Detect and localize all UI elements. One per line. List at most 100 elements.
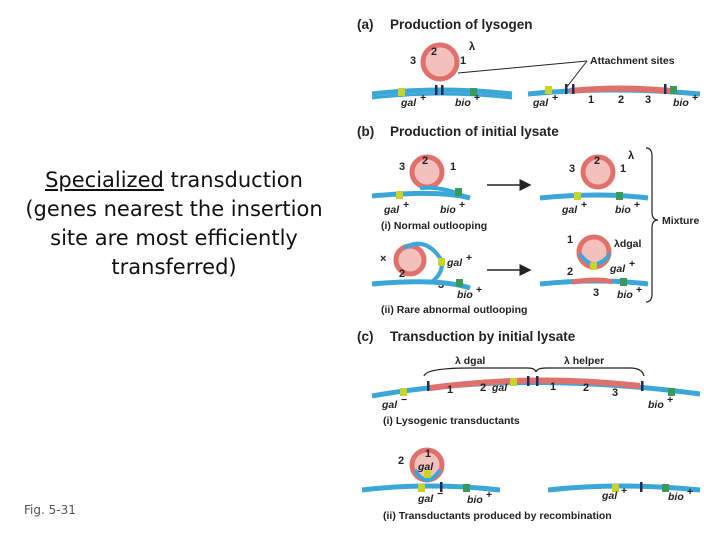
svg-text:gal: gal <box>417 461 434 473</box>
svg-text:+: + <box>692 92 698 104</box>
caption-line3: site are most efficiently <box>50 226 298 250</box>
a-circle-n1: 1 <box>460 55 466 67</box>
svg-text:3: 3 <box>399 161 405 173</box>
svg-text:+: + <box>459 199 465 211</box>
svg-text:bio: bio <box>617 289 633 301</box>
svg-text:gal: gal <box>417 493 434 505</box>
a-lambda: λ <box>469 41 475 53</box>
svg-text:bio: bio <box>668 491 684 503</box>
panel-c: (c) Transduction by initial lysate λ dga… <box>357 329 701 522</box>
b-chromosome-ii <box>371 279 471 291</box>
figure-label: Fig. 5-31 <box>24 503 76 517</box>
mixture-brace <box>645 147 659 303</box>
c-lambda-helper-label: λ helper <box>564 355 604 367</box>
svg-text:gal: gal <box>561 204 578 216</box>
svg-text:gal: gal <box>491 382 508 394</box>
a-bio-left: bio <box>455 97 471 109</box>
svg-text:λ: λ <box>628 150 634 162</box>
c-chromosome-recombinant <box>547 483 701 493</box>
c-brace <box>423 367 645 377</box>
svg-text:2: 2 <box>480 382 486 394</box>
b-lambda-dgal-label: λdgal <box>614 238 642 250</box>
c-lambda-dgal-label: λ dgal <box>455 355 485 367</box>
svg-text:+: + <box>486 489 492 501</box>
svg-text:gal: gal <box>601 490 618 502</box>
svg-text:+: + <box>403 199 409 211</box>
svg-text:1: 1 <box>620 163 626 175</box>
svg-text:gal: gal <box>609 263 626 275</box>
panel-c-title: Transduction by initial lysate <box>390 329 576 344</box>
svg-text:×: × <box>380 253 386 265</box>
svg-text:+: + <box>420 92 426 104</box>
svg-text:2: 2 <box>583 382 589 394</box>
caption-line1: transduction <box>163 168 303 192</box>
b-excised-lambda <box>580 154 616 190</box>
panel-b: (b) Production of initial lysate 2 3 1 g… <box>357 124 700 316</box>
c-chromosome-recipient <box>361 483 501 493</box>
gal-marker <box>398 88 405 96</box>
svg-text:2: 2 <box>398 455 404 467</box>
svg-text:bio: bio <box>648 399 664 411</box>
svg-text:gal: gal <box>446 257 463 269</box>
caption-underlined-word: Specialized <box>45 168 164 192</box>
a-bio-right: bio <box>673 97 689 109</box>
panel-a-letter: (a) <box>357 17 374 32</box>
svg-text:2: 2 <box>422 155 428 167</box>
svg-text:+: + <box>634 199 640 211</box>
c-sub-ii: (ii) Transductants produced by recombina… <box>383 510 612 522</box>
svg-text:bio: bio <box>467 494 483 506</box>
svg-text:2: 2 <box>594 155 600 167</box>
panel-a-title: Production of lysogen <box>390 17 533 32</box>
c-sub-i: (i) Lysogenic transductants <box>383 415 520 427</box>
svg-text:+: + <box>667 394 673 406</box>
slide-caption: Specialized transduction (genes nearest … <box>0 166 348 282</box>
caption-line2: (genes nearest the insertion <box>25 197 323 221</box>
svg-text:+: + <box>581 199 587 211</box>
svg-text:3: 3 <box>569 163 575 175</box>
svg-text:+: + <box>636 284 642 296</box>
svg-text:−: − <box>401 394 407 406</box>
mixture-label: Mixture <box>662 215 700 227</box>
svg-text:+: + <box>629 258 635 270</box>
panel-a: (a) Production of lysogen 2 1 3 λ gal + … <box>357 17 701 109</box>
bio-marker <box>470 88 477 96</box>
svg-text:2: 2 <box>567 266 573 278</box>
svg-text:3: 3 <box>645 94 651 106</box>
c-double-prophage <box>429 377 641 391</box>
svg-text:bio: bio <box>440 204 456 216</box>
a-circle-n3: 3 <box>410 55 416 67</box>
svg-text:+: + <box>687 486 693 498</box>
svg-text:bio: bio <box>615 204 631 216</box>
att-site-marker <box>435 85 438 95</box>
caption-line4: transferred) <box>111 255 237 279</box>
a-gal-right: gal <box>532 97 549 109</box>
panel-b-letter: (b) <box>357 124 374 139</box>
svg-text:2: 2 <box>399 268 405 280</box>
svg-text:−: − <box>437 488 443 500</box>
svg-text:3: 3 <box>612 387 618 399</box>
svg-text:+: + <box>476 284 482 296</box>
svg-text:bio: bio <box>457 289 473 301</box>
b-sub-i: (i) Normal outlooping <box>381 220 487 232</box>
svg-text:1: 1 <box>550 381 556 393</box>
panel-c-letter: (c) <box>357 329 374 344</box>
svg-text:gal: gal <box>383 204 400 216</box>
a-circle-n2: 2 <box>431 46 437 58</box>
svg-text:1: 1 <box>425 448 431 460</box>
b-chromosome-i-right <box>539 192 649 201</box>
svg-text:1: 1 <box>567 234 573 246</box>
a-prophage-segment <box>569 85 673 94</box>
svg-text:1: 1 <box>588 94 594 106</box>
a-gal-left: gal <box>400 97 417 109</box>
svg-text:+: + <box>621 485 627 497</box>
svg-text:+: + <box>552 92 558 104</box>
svg-text:2: 2 <box>618 94 624 106</box>
panel-b-title: Production of initial lysate <box>390 124 559 139</box>
svg-text:gal: gal <box>381 399 398 411</box>
attachment-sites-label: Attachment sites <box>590 55 675 67</box>
svg-text:1: 1 <box>450 161 456 173</box>
svg-text:+: + <box>474 92 480 104</box>
b-sub-ii: (ii) Rare abnormal outlooping <box>381 304 527 316</box>
svg-text:1: 1 <box>447 384 453 396</box>
